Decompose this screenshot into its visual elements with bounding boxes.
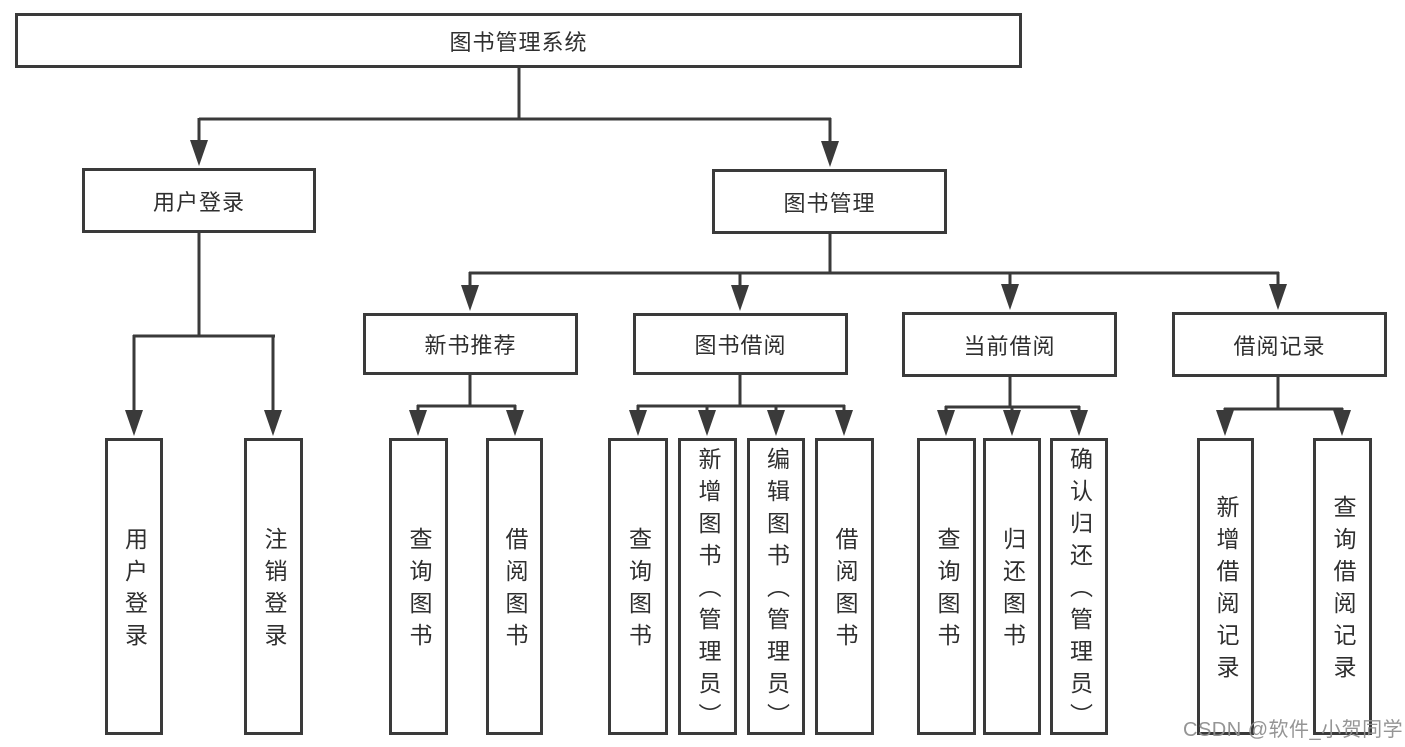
leaf-recommend-query-books: 查询图书 — [389, 438, 448, 735]
leaf-add-books-admin: 新增图书（管理员） — [678, 438, 737, 735]
node-book-borrow-label: 图书借阅 — [694, 333, 787, 358]
node-user-login-label: 用户登录 — [152, 189, 245, 215]
leaf-add-books-admin-label: 新增图书（管理员） — [695, 447, 721, 735]
connector-root-to-level2 — [190, 68, 839, 167]
leaf-current-query-books-label: 查询图书 — [934, 527, 960, 655]
leaf-add-borrow-record-label: 新增借阅记录 — [1213, 495, 1239, 687]
node-root-label: 图书管理系统 — [449, 29, 588, 55]
leaf-borrow-books: 借阅图书 — [815, 438, 874, 735]
leaf-query-borrow-record-label: 查询借阅记录 — [1330, 495, 1356, 687]
leaf-confirm-return-admin-label: 确认归还（管理员） — [1066, 447, 1093, 735]
leaf-recommend-query-books-label: 查询图书 — [406, 527, 432, 655]
node-borrow-records: 借阅记录 — [1172, 312, 1387, 377]
leaf-logout: 注销登录 — [244, 438, 303, 735]
leaf-recommend-borrow-books-label: 借阅图书 — [502, 527, 528, 655]
node-book-management: 图书管理 — [712, 169, 947, 234]
connector-book-management-to-level3 — [461, 234, 1287, 311]
connector-user-login-to-leaves — [125, 233, 282, 436]
leaf-user-login: 用户登录 — [105, 438, 163, 735]
leaf-add-borrow-record: 新增借阅记录 — [1197, 438, 1254, 735]
node-root: 图书管理系统 — [15, 13, 1022, 68]
leaf-borrow-books-label: 借阅图书 — [832, 527, 858, 655]
node-current-borrow-label: 当前借阅 — [963, 333, 1056, 359]
node-new-book-recommend: 新书推荐 — [363, 313, 578, 375]
node-new-book-recommend-label: 新书推荐 — [424, 333, 517, 358]
leaf-current-query-books: 查询图书 — [917, 438, 976, 735]
leaf-edit-books-admin-label: 编辑图书（管理员） — [763, 447, 790, 735]
csdn-watermark: CSDN @软件_小贺同学 — [1183, 719, 1404, 741]
node-current-borrow: 当前借阅 — [902, 312, 1117, 377]
connector-book-borrow-to-leaves — [629, 375, 853, 436]
leaf-confirm-return-admin: 确认归还（管理员） — [1050, 438, 1108, 735]
connector-new-book-recommend-to-leaves — [409, 375, 524, 436]
node-user-login: 用户登录 — [82, 168, 316, 233]
leaf-query-borrow-record: 查询借阅记录 — [1313, 438, 1372, 735]
leaf-borrow-query-books-label: 查询图书 — [625, 527, 652, 655]
node-book-borrow: 图书借阅 — [633, 313, 848, 375]
leaf-edit-books-admin: 编辑图书（管理员） — [747, 438, 805, 735]
leaf-logout-label: 注销登录 — [261, 527, 287, 655]
leaf-borrow-query-books: 查询图书 — [608, 438, 668, 735]
node-borrow-records-label: 借阅记录 — [1233, 333, 1326, 359]
leaf-user-login-label: 用户登录 — [121, 527, 148, 655]
leaf-recommend-borrow-books: 借阅图书 — [486, 438, 543, 735]
connector-borrow-records-to-leaves — [1216, 377, 1351, 436]
leaf-return-books: 归还图书 — [983, 438, 1041, 735]
connector-current-borrow-to-leaves — [937, 377, 1088, 436]
leaf-return-books-label: 归还图书 — [999, 527, 1026, 655]
node-book-management-label: 图书管理 — [783, 190, 876, 216]
